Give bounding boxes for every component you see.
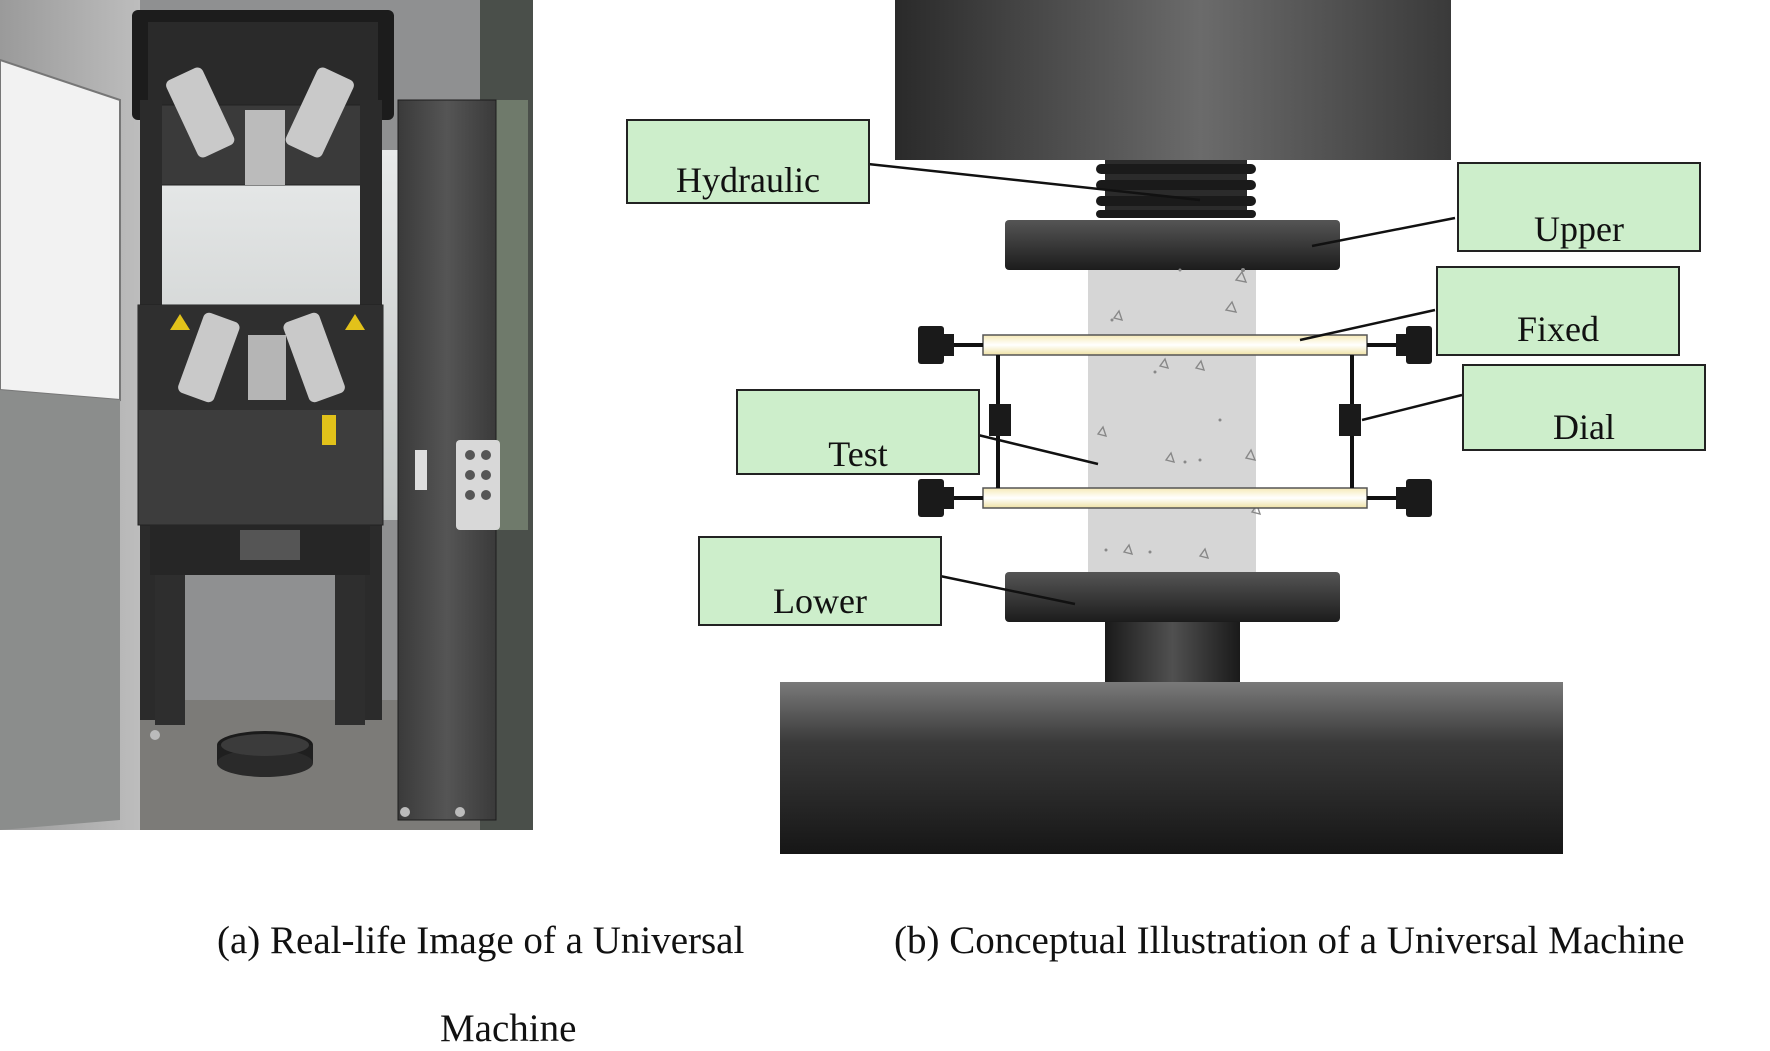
fixed-label-text: Fixed xyxy=(1516,309,1599,349)
tightening-knob xyxy=(1396,326,1432,364)
caption-a-line2: Machine xyxy=(440,1007,577,1050)
dial-label-text: Dial xyxy=(1553,407,1615,447)
dial-label: Dial xyxy=(1462,364,1706,451)
hydraulic-label: Hydraulic xyxy=(626,119,870,204)
lower-label-text: Lower xyxy=(773,581,867,621)
test-label-text: Test xyxy=(828,434,888,474)
machine-base xyxy=(780,682,1563,854)
test-label: Test xyxy=(736,389,980,475)
lower-ram xyxy=(1105,622,1240,682)
tightening-knob xyxy=(1396,479,1432,517)
upper-leader-line xyxy=(1311,216,1456,248)
caption-b: (b) Conceptual Illustration of a Univers… xyxy=(894,919,1685,962)
lower-label: Lower xyxy=(698,536,942,626)
tightening-knob xyxy=(918,326,954,364)
hydraulic-cylinder xyxy=(1096,160,1256,218)
caption-a-line1: (a) Real-life Image of a Universal xyxy=(217,919,745,962)
test-leader-line xyxy=(973,432,1099,466)
fixed-leader-line xyxy=(1299,308,1436,342)
dial-gauge-left xyxy=(989,404,1011,436)
test-specimen xyxy=(1088,268,1262,575)
upper-label-text: Upper xyxy=(1534,209,1624,249)
universal-machine-photo xyxy=(0,0,533,830)
universal-machine-diagram xyxy=(780,0,1563,854)
lower-plate xyxy=(1005,572,1340,622)
fixed-frame xyxy=(918,326,1432,517)
lower-leader-line xyxy=(939,574,1076,606)
dial-leader-line xyxy=(1361,393,1463,422)
dial-gauge-right xyxy=(1339,404,1361,436)
hydraulic-label-text: Hydraulic xyxy=(676,160,820,200)
top-crosshead xyxy=(895,0,1451,160)
upper-label: Upper xyxy=(1457,162,1701,252)
hydraulic-leader-line xyxy=(867,162,1201,202)
tightening-knob xyxy=(918,479,954,517)
fixed-label: Fixed xyxy=(1436,266,1680,356)
upper-plate xyxy=(1005,220,1340,270)
